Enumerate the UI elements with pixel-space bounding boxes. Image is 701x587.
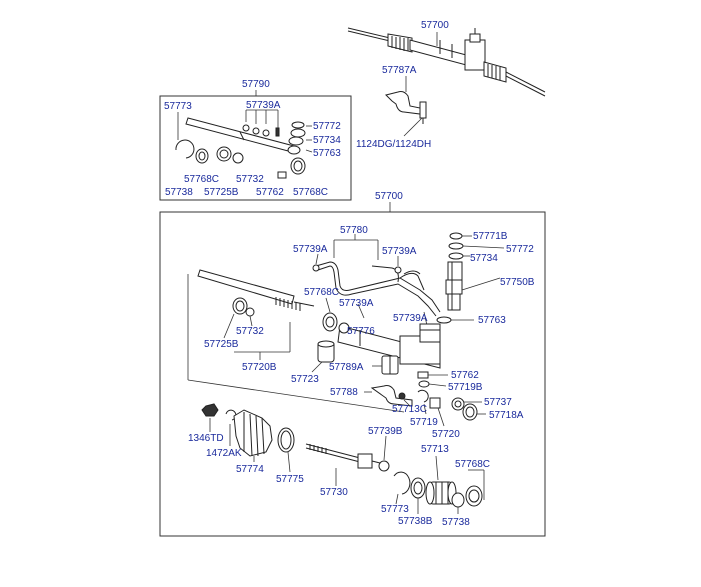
label-57789a: 57789A: [329, 362, 364, 373]
label-57773-a: 57773: [164, 101, 192, 112]
hydraulic-pipes-57780: [315, 261, 441, 317]
label-57780: 57780: [340, 225, 368, 236]
label-57738b: 57738B: [398, 516, 433, 527]
label-57763-a: 57763: [313, 148, 341, 159]
nut-1346td: [201, 403, 219, 417]
label-57738-a: 57738: [165, 187, 193, 198]
label-57719b: 57719B: [448, 382, 483, 393]
label-1124dg-1124dh: 1124DG/1124DH: [356, 139, 431, 150]
label-57772-a: 57772: [313, 121, 341, 132]
label-57732-b: 57732: [236, 326, 264, 337]
label-57768c-d: 57768C: [455, 459, 490, 470]
label-57719: 57719: [410, 417, 438, 428]
label-57773-b: 57773: [381, 504, 409, 515]
label-1346td: 1346TD: [188, 433, 224, 444]
bearing-57713: [425, 481, 457, 505]
mount-57789a: [381, 355, 399, 375]
label-57774: 57774: [236, 464, 264, 475]
label-57723: 57723: [291, 374, 319, 385]
label-57713c: 57713C: [392, 404, 427, 415]
label-57790: 57790: [242, 79, 270, 90]
rack-housing: [337, 323, 441, 369]
label-57734-a: 57734: [313, 135, 341, 146]
oring-57739a-3: [262, 129, 270, 137]
snap-ring-57773-b: [393, 471, 411, 495]
label-57750b: 57750B: [500, 277, 535, 288]
label-57739b: 57739B: [368, 426, 403, 437]
label-57725b-b: 57725B: [204, 339, 239, 350]
label-57772-b: 57772: [506, 244, 534, 255]
bushing-57762: [417, 371, 429, 379]
label-57739a-c: 57739A: [382, 246, 417, 257]
bracket-57787a: [385, 91, 427, 124]
label-57713: 57713: [421, 444, 449, 455]
label-57700-top: 57700: [421, 20, 449, 31]
ring-57739b: [378, 460, 390, 472]
label-57763-b: 57763: [478, 315, 506, 326]
tie-rod-57730: [305, 443, 381, 469]
nut-57713c: [398, 392, 406, 400]
oring-57739a-2: [252, 127, 260, 135]
label-57788: 57788: [330, 387, 358, 398]
snap-ring-57773: [175, 139, 195, 159]
label-57730: 57730: [320, 487, 348, 498]
label-57768c-c: 57768C: [304, 287, 339, 298]
label-57734-b: 57734: [470, 253, 498, 264]
label-57739a-a: 57739A: [246, 100, 281, 111]
bush-57720: [429, 397, 441, 409]
label-1472ak: 1472AK: [206, 448, 242, 459]
label-57720: 57720: [432, 429, 460, 440]
ring-57732: [245, 307, 255, 317]
ring-57719b: [418, 380, 430, 388]
seal-57738-b: [451, 492, 465, 508]
clip-57719: [417, 389, 429, 403]
label-57787a: 57787A: [382, 65, 417, 76]
label-57762-b: 57762: [451, 370, 479, 381]
label-57739a-d: 57739A: [339, 298, 374, 309]
label-57739a-e: 57739A: [393, 313, 428, 324]
label-57775: 57775: [276, 474, 304, 485]
steering-gear-assembly-top: [347, 27, 546, 97]
label-57720b: 57720B: [242, 362, 277, 373]
label-57768c-a: 57768C: [184, 174, 219, 185]
label-57732-a: 57732: [236, 174, 264, 185]
label-57718a: 57718A: [489, 410, 524, 421]
label-57738-b: 57738: [442, 517, 470, 528]
box-57790: [159, 95, 352, 201]
bracket-57788: [370, 385, 413, 407]
seal-57763: [436, 316, 452, 324]
label-57739a-b: 57739A: [293, 244, 328, 255]
box-57700: [159, 211, 546, 537]
yoke-57723: [317, 340, 335, 363]
label-57762-a: 57762: [256, 187, 284, 198]
label-57700-mid: 57700: [375, 191, 403, 202]
label-57725b-a: 57725B: [204, 187, 239, 198]
label-57737: 57737: [484, 397, 512, 408]
label-57776: 57776: [347, 326, 375, 337]
control-valve-57750b: [445, 232, 464, 311]
label-57768c-b: 57768C: [293, 187, 328, 198]
oring-57739a-1: [242, 124, 250, 132]
rack-shaft-57720b: [197, 269, 315, 311]
label-57771b: 57771B: [473, 231, 508, 242]
dust-boot-57774: [233, 409, 273, 457]
